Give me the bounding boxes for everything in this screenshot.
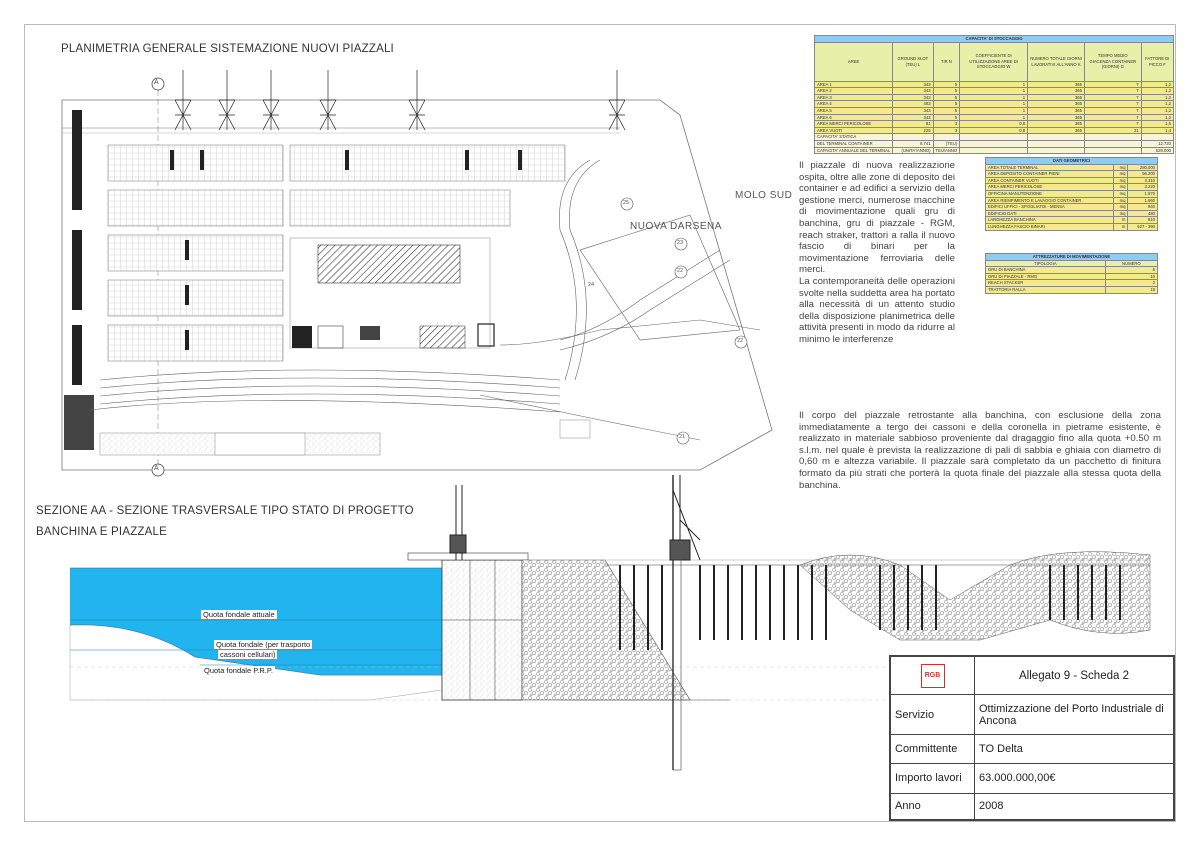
cap-header-coefficiente: COEFFICIENTE DI UTILIZZAZIONE AREE DI ST… xyxy=(959,41,1029,82)
card-key-committente: Committente xyxy=(890,734,975,764)
label-nuova-darsena: NUOVA DARSENA xyxy=(630,221,722,232)
circle-label-22: 22 xyxy=(677,268,684,274)
quota-trasporto-label-1: Quota fondale (per trasporto xyxy=(214,640,313,649)
card-key-servizio: Servizio xyxy=(890,694,975,736)
quota-prp-label: Quota fondale P.R.P. xyxy=(202,666,275,675)
circle-label-21: 21 xyxy=(679,434,686,440)
equipment-row-cell: 18 xyxy=(1104,285,1159,294)
capacity-total-row-cell: (UNITA'/ANNO) xyxy=(892,146,934,155)
drawing-frame xyxy=(24,24,1176,822)
cap-header-giorni: NUMERO TOTALE GIORNI LAVORATIVI ALL'ANNO… xyxy=(1027,41,1085,82)
cap-header-picco: FATTORE DI PICCO F xyxy=(1140,41,1175,82)
geometric-row-cell: 527 - 390 xyxy=(1127,222,1158,231)
plain-label-24: 24 xyxy=(588,282,595,288)
label-molo-sud: MOLO SUD xyxy=(735,190,793,201)
card-value-committente: TO Delta xyxy=(974,734,1174,764)
capacity-table: CAPACITA' DI STOCCAGGIO AREE GROUND SLOT… xyxy=(813,35,1175,155)
quota-attuale-label: Quota fondale attuale xyxy=(201,610,277,619)
quota-trasporto-label-2: cassoni cellulari) xyxy=(218,650,278,659)
cap-header-aree: AREE xyxy=(813,41,894,82)
equipment-table: ATTREZZATURE DI MOVIMENTAZIONE TIPOLOGIA… xyxy=(985,253,1159,294)
description-paragraph-1b: La contemporaneità delle operazioni svol… xyxy=(799,275,955,345)
geometric-row-cell: m xyxy=(1113,222,1129,231)
circle-label-25: 25 xyxy=(623,200,630,206)
capacity-total-row: CAPACITA' ANNUALE DEL TERMINAL(UNITA'/AN… xyxy=(813,146,1175,155)
description-paragraph-1: Il piazzale di nuova realizzazione ospit… xyxy=(799,160,955,346)
capacity-total-row-cell: 526.000 xyxy=(1140,146,1175,155)
cap-header-giacenza: TEMPO MEDIO GIACENZA CONTAINER (GIORNI) … xyxy=(1083,41,1142,82)
card-key-anno: Anno xyxy=(890,792,975,821)
section-title: SEZIONE AA - SEZIONE TRASVERSALE TIPO ST… xyxy=(36,505,414,517)
card-key-importo: Importo lavori xyxy=(890,762,975,794)
card-value-servizio: Ottimizzazione del Porto Industriale di … xyxy=(974,694,1174,736)
card-value-anno: 2008 xyxy=(974,792,1174,821)
card-value-importo: 63.000.000,00€ xyxy=(974,762,1174,794)
section-marker-bottom: A xyxy=(154,465,159,472)
circle-label-23: 23 xyxy=(677,240,684,246)
cap-header-ground-slot: GROUND SLOT (TEU) L xyxy=(892,41,934,82)
description-paragraph-1a: Il piazzale di nuova realizzazione ospit… xyxy=(799,160,955,276)
section-subtitle: BANCHINA E PIAZZALE xyxy=(36,526,167,538)
circle-label-22b: 22 xyxy=(737,338,744,344)
description-paragraph-2: Il corpo del piazzale retrostante alla b… xyxy=(799,410,1161,491)
section-marker-top: A xyxy=(154,79,159,86)
company-logo: RGB xyxy=(920,663,945,688)
card-logo-cell: RGB xyxy=(890,655,975,696)
capacity-total-row-cell xyxy=(1027,146,1085,155)
card-title: Allegato 9 - Scheda 2 xyxy=(974,655,1174,696)
planimetry-title: PLANIMETRIA GENERALE SISTEMAZIONE NUOVI … xyxy=(61,43,394,55)
info-card: RGB Allegato 9 - Scheda 2 Servizio Ottim… xyxy=(889,655,1175,821)
